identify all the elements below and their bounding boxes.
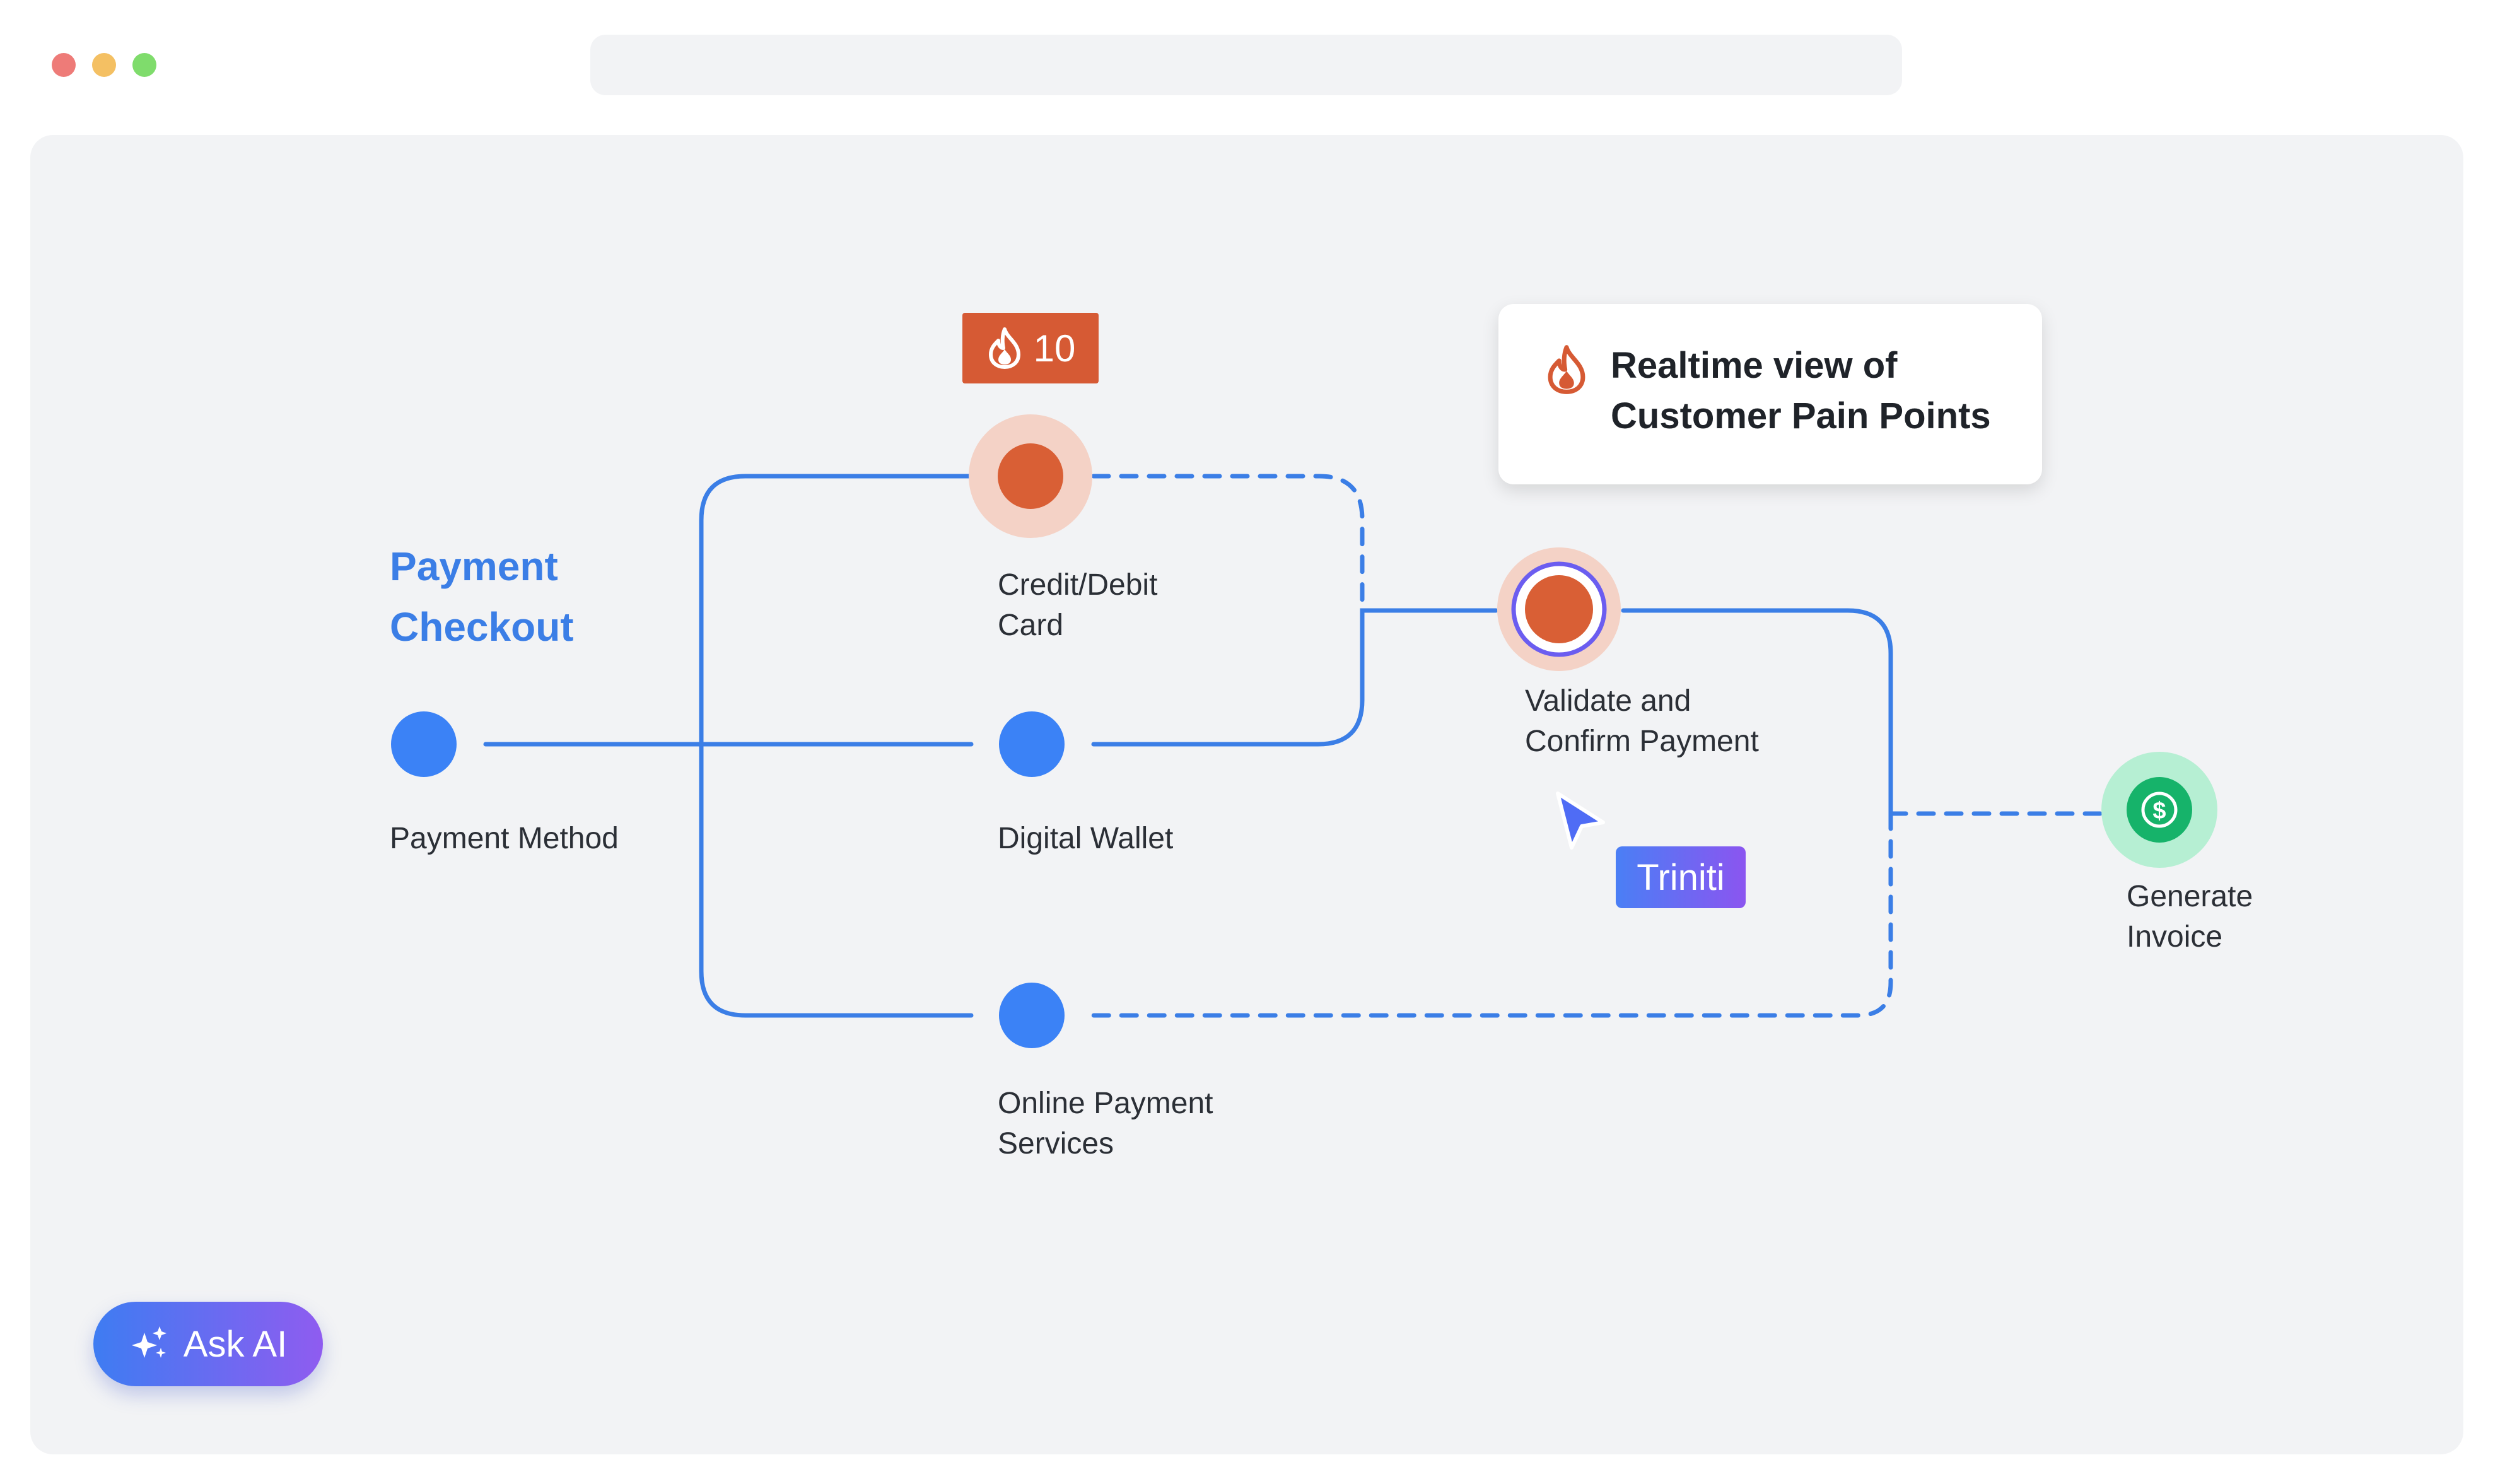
label-generate-invoice: Generate Invoice: [2127, 880, 2253, 954]
node-payment-method[interactable]: [391, 711, 457, 777]
pointer-cursor-icon: [1556, 792, 1605, 850]
info-card-text: Realtime view of Customer Pain Points: [1611, 345, 1991, 436]
node-digital-wallet[interactable]: [999, 711, 1065, 777]
node-credit-card[interactable]: [998, 443, 1063, 509]
flame-icon: [988, 327, 1020, 369]
flow-title: Payment Checkout: [390, 544, 574, 650]
pain-points-info-card: Realtime view of Customer Pain Points: [1498, 304, 2042, 484]
node-validate[interactable]: [1525, 575, 1593, 643]
edge-right-dashed: [1091, 811, 1893, 1018]
ask-ai-label: Ask AI: [183, 1323, 288, 1365]
pain-point-count: 10: [1033, 327, 1076, 370]
label-validate-confirm: Validate and Confirm Payment: [1525, 684, 1759, 758]
node-invoice[interactable]: [2127, 777, 2192, 843]
edge-validate-solid: [1621, 608, 1893, 816]
label-online-payment-services: Online Payment Services: [998, 1087, 1213, 1160]
pain-point-counter-badge[interactable]: 10: [962, 313, 1099, 383]
ask-ai-button[interactable]: Ask AI: [93, 1302, 323, 1386]
flame-icon: [1548, 345, 1585, 394]
address-bar[interactable]: [590, 35, 1902, 95]
node-online-payment[interactable]: [999, 983, 1065, 1048]
label-digital-wallet: Digital Wallet: [998, 822, 1174, 855]
window-minimize-button[interactable]: [92, 53, 116, 77]
edge-card-dashed: [1091, 474, 1365, 613]
label-payment-method: Payment Method: [390, 822, 619, 855]
label-credit-debit-card: Credit/Debit Card: [998, 568, 1158, 642]
dollar-coin-icon: $: [2141, 792, 2178, 828]
flow-canvas: [30, 135, 2463, 1454]
window-close-button[interactable]: [52, 53, 76, 77]
edge-branch-top: [699, 474, 974, 1018]
sparkles-icon: [131, 1326, 166, 1358]
window-maximize-button[interactable]: [132, 53, 156, 77]
svg-text:$: $: [2152, 798, 2166, 824]
collaborator-name-tag: Triniti: [1616, 846, 1746, 908]
edge-wallet-solid: [1091, 608, 1498, 747]
